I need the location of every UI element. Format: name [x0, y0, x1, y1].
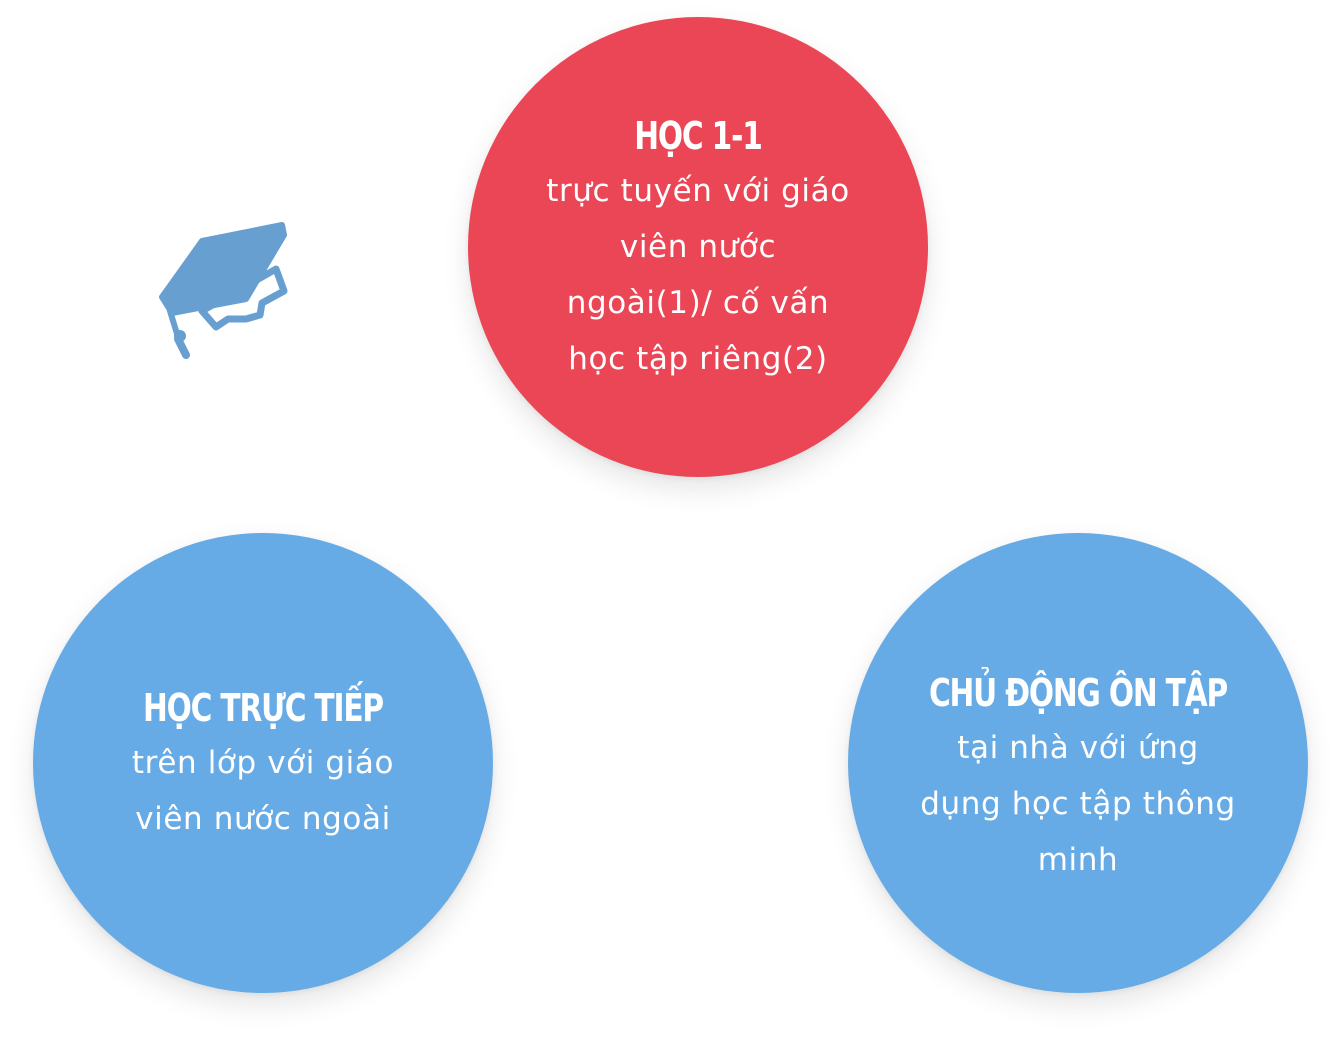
circle-description: trực tuyến với giáo viên nước ngoài(1)/ … — [546, 173, 850, 377]
circle-title: HỌC 1-1 — [634, 114, 763, 158]
circle-description: trên lớp với giáo viên nước ngoài — [131, 745, 395, 837]
graduation-cap-icon — [150, 215, 300, 365]
circle-title: HỌC TRỰC TIẾP — [143, 686, 384, 730]
in-class-circle: HỌC TRỰC TIẾP trên lớp với giáo viên nướ… — [33, 533, 493, 993]
online-1-1-circle: HỌC 1-1 trực tuyến với giáo viên nước ng… — [468, 17, 928, 477]
self-study-circle: CHỦ ĐỘNG ÔN TẬP tại nhà với ứng dụng học… — [848, 533, 1308, 993]
circle-title: CHỦ ĐỘNG ÔN TẬP — [928, 671, 1228, 715]
circle-description: tại nhà với ứng dụng học tập thông minh — [920, 730, 1236, 878]
